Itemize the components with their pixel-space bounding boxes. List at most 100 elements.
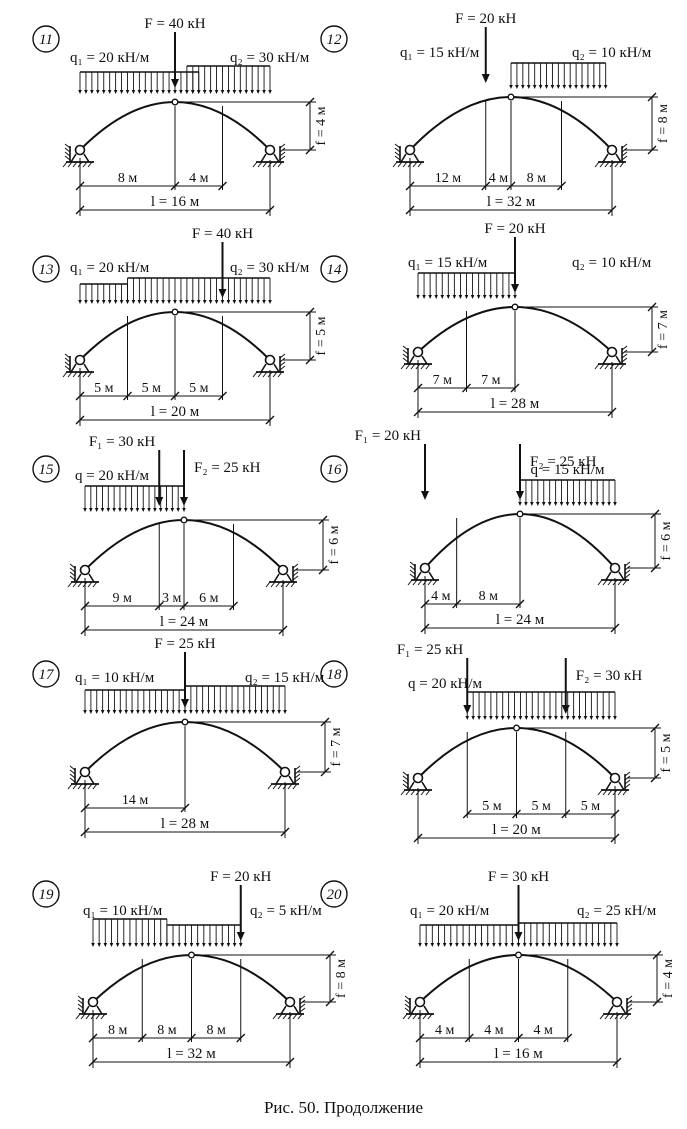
force-arrow-F-head [514,932,523,941]
distributed-load-q-arrowhead [583,716,588,720]
support-leg [88,573,95,583]
pin-support [609,772,621,784]
problem-number-circle [32,660,60,688]
load-label-q: q = 20 кН/м [75,468,149,484]
force-arrow-F1-head [155,497,164,506]
dimension-tick [514,1033,523,1043]
distributed-load-q2-arrowhead [277,710,281,714]
distributed-load-q-arrowhead [536,502,540,506]
distributed-load-q2-arrowhead [230,710,234,714]
support-wall-hatch [292,563,299,569]
problem-number-circle [32,880,60,908]
distributed-load-q2-arrowhead [521,85,525,89]
support-hatch [80,1013,86,1020]
distributed-load-q2-arrowhead [568,85,572,89]
distributed-load-q2-arrowhead [208,300,213,304]
distributed-load-q1-arrowhead [134,943,138,947]
distributed-load-q2-arrowhead [590,943,595,947]
support-hatch [420,789,426,796]
support-wall-hatch [69,571,76,577]
problem-number-circle [32,255,60,283]
force-label-F1: F₁ = 20 кН [355,428,422,444]
subdimension-label: 5 м [531,799,551,814]
distributed-load-q-arrowhead [182,508,186,512]
rise-label: f = 6 м [327,525,342,564]
support-wall-hatch [624,779,631,785]
distributed-load-q1-arrowhead [118,710,123,714]
support-wall-hatch [299,1003,306,1009]
distributed-load-q1-arrowhead [78,90,82,94]
distributed-load-q2-arrowhead [592,85,596,89]
distributed-load-q2-arrowhead [155,300,159,304]
distributed-load-q-arrowhead [601,502,605,506]
load-label-q1: q₁ = 20 кН/м [70,50,150,66]
support-wall-hatch [621,151,628,157]
distributed-load-q1-arrowhead [130,710,134,714]
distributed-load-q2-arrowhead [535,943,539,947]
support-leg [421,355,428,365]
dimension-tick [515,599,525,609]
support-hatch [624,1013,630,1020]
force-arrow-F-head [511,284,519,293]
support-wall-hatch [294,777,301,783]
force-label-F1: F₁ = 30 кН [89,434,156,450]
subdimension-label: 6 м [199,591,219,606]
distributed-load-q2-arrowhead [189,943,194,947]
span-label: l = 28 м [161,816,210,832]
span-label: l = 28 м [491,396,540,412]
dimension-tick [415,1057,425,1067]
support-wall-hatch [404,995,411,1001]
distributed-load-q2-arrowhead [161,300,165,304]
pin-support [606,346,618,358]
support-hatch [402,161,408,168]
subdimension-label: 5 м [142,381,162,396]
distributed-load-q2-arrowhead [259,710,264,714]
support-leg [83,1005,90,1015]
span-label: l = 24 м [496,612,545,628]
distributed-load-q2-arrowhead [185,90,189,94]
support-hatch [100,1013,106,1020]
distributed-load-q2-arrowhead [202,943,206,947]
distributed-load-q2-arrowhead [268,300,272,304]
span-label: l = 32 м [167,1046,216,1062]
distributed-load-q1-arrowhead [78,300,82,304]
dimension-tick [607,205,617,215]
support-hatch [607,789,613,796]
support-hatch [257,161,263,168]
problem-number-circle [320,880,348,908]
distributed-load-q2-arrowhead [586,85,590,89]
support-hatch [407,579,413,586]
rise-label: f = 7 м [656,310,671,349]
dimension-tick [557,181,566,191]
distributed-load-q1-arrowhead [482,295,487,299]
support-leg [293,1005,300,1015]
distributed-load-q1-arrowhead [430,943,435,947]
distributed-load-q-arrowhead [607,502,611,506]
support-hatch [72,581,78,588]
subdimension-label: 8 м [118,171,138,186]
support-leg [605,781,612,791]
distributed-load-q1-arrowhead [177,710,181,714]
distributed-load-q-arrowhead [489,716,493,720]
distributed-load-q-arrowhead [106,508,111,512]
support-hatch [392,161,398,168]
distributed-load-q1-arrowhead [125,90,130,94]
dimension-tick [265,205,275,215]
distributed-load-q-arrowhead [471,716,475,720]
distributed-load-q1-arrowhead [101,300,106,304]
support-hatch [287,783,293,790]
crown-hinge [180,516,188,524]
distributed-load-q1-arrowhead [113,90,118,94]
support-wall-hatch [279,353,286,359]
distributed-load-q2-arrowhead [242,710,246,714]
dimension-tick [123,391,132,401]
distributed-load-q1-arrowhead [84,300,88,304]
distributed-load-q-arrowhead [477,716,481,720]
dimension-tick [647,302,657,312]
support-wall-hatch [64,155,71,161]
force-label-F: F = 30 кН [488,869,549,885]
distributed-load-q1-arrowhead [418,943,422,947]
distributed-load-q1-arrowhead [131,90,136,94]
support-wall-hatch [69,563,76,569]
dimension-tick [318,565,328,575]
